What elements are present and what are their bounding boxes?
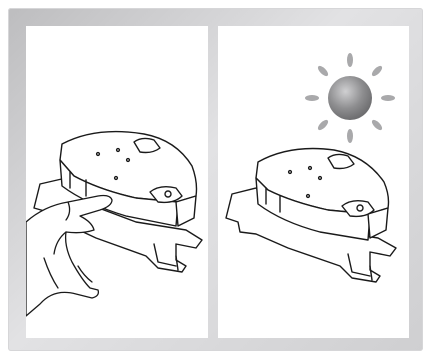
sun-icon bbox=[305, 53, 395, 143]
panel-wipe bbox=[26, 26, 208, 338]
panel-dry-illustration bbox=[218, 26, 409, 338]
figure-frame bbox=[8, 8, 423, 351]
panel-dry bbox=[218, 26, 409, 338]
docking-station-icon bbox=[226, 149, 396, 283]
panel-wipe-illustration bbox=[26, 26, 208, 338]
